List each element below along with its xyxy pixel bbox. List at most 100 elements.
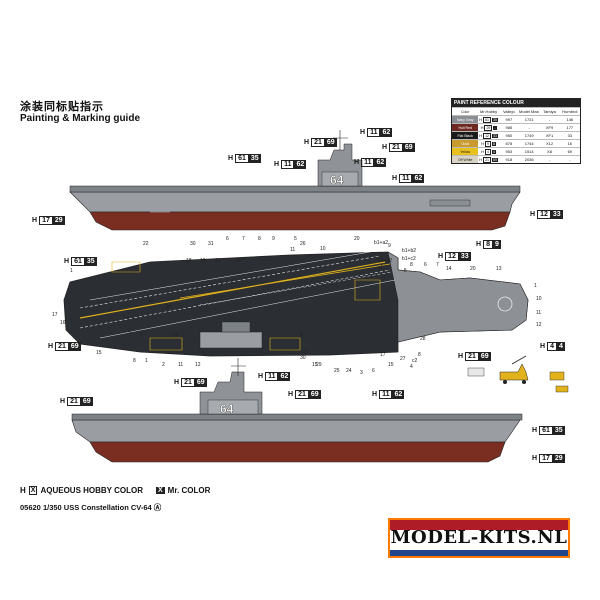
part-number: 2 — [300, 332, 303, 338]
part-number: 7 — [304, 350, 307, 356]
legend-mr-color-label: Mr. COLOR — [167, 486, 211, 495]
part-number: 15 — [96, 350, 102, 356]
part-number: 16 — [60, 320, 66, 326]
part-number: 22 — [143, 241, 149, 247]
humbrol-code: - — [569, 157, 571, 162]
part-number: 10 — [536, 296, 542, 302]
part-number: 11 — [536, 310, 542, 316]
color-swatch: Off White — [452, 156, 479, 163]
tamiya-code: XF1 — [545, 133, 554, 138]
part-number: 6 — [226, 236, 229, 242]
part-number: 4 — [410, 364, 413, 370]
part-number: 2 — [162, 362, 165, 368]
column-header: Mr.Hobby — [480, 109, 498, 114]
color-swatch: Hull Red — [452, 124, 479, 131]
model-master-code: 1721 — [524, 117, 534, 122]
model-master-code: - — [528, 125, 530, 130]
part-number: 5 — [404, 268, 407, 274]
part-number: c1 — [378, 265, 384, 271]
part-number: 11 — [178, 362, 184, 368]
page-title-cn: 涂装同标贴指示 — [20, 101, 104, 113]
port-profile-bottom: 64 — [71, 358, 523, 463]
kit-title: 05620 1/350 USS Constellation CV-64 Ⓐ — [20, 503, 162, 512]
legend-mr-color: X Mr. COLOR — [156, 486, 210, 495]
vallejo-code: 950 — [505, 133, 513, 138]
part-number: 25 — [334, 368, 340, 374]
part-number: 1 — [534, 283, 537, 289]
vallejo-code: 997 — [505, 117, 513, 122]
part-number: b1+b2 — [402, 248, 417, 254]
brand-name: MODEL-KITS.NL — [390, 527, 568, 548]
part-number: 15 — [388, 362, 394, 368]
part-number: 23 — [235, 258, 241, 264]
part-number: 30 — [190, 241, 196, 247]
tamiya-code: X8 — [547, 149, 552, 154]
tamiya-code: - — [548, 157, 551, 162]
paint-reference-title: PAINT REFERENCE COLOUR — [452, 99, 580, 107]
part-number: 28 — [420, 336, 426, 342]
part-number: 31 — [208, 241, 214, 247]
part-number: 17 — [380, 352, 386, 358]
flight-deck-plan — [63, 251, 529, 357]
deck-vehicles — [467, 355, 569, 393]
part-number: 3 — [128, 330, 131, 336]
color-swatch: Flat Black — [452, 132, 479, 139]
part-number: b1+a2 — [374, 240, 389, 246]
legend-x-badge: X — [156, 487, 165, 494]
humbrol-code: 146 — [566, 117, 574, 122]
svg-text:64: 64 — [220, 402, 234, 416]
tamiya-code: X12 — [545, 141, 554, 146]
part-number: 8 — [410, 262, 413, 268]
humbrol-code: 177 — [566, 125, 574, 130]
part-number: 3 — [360, 370, 363, 376]
part-number: 20 — [354, 236, 360, 242]
part-number: 7 — [242, 236, 245, 242]
part-number: 17 — [52, 312, 58, 318]
humbrol-code: 16 — [567, 141, 573, 146]
part-number: 23 — [172, 332, 178, 338]
part-number: 6 — [424, 262, 427, 268]
part-number: b1+a2 — [378, 258, 393, 264]
part-number: 14 — [446, 266, 452, 272]
part-number: 5 — [294, 236, 297, 242]
legend-aqueous-label: AQUEOUS HOBBY COLOR — [40, 486, 143, 495]
svg-text:64: 64 — [330, 173, 344, 187]
brand-logo: MODEL-KITS.NL — [388, 518, 570, 558]
part-number: 24 — [346, 368, 352, 374]
page-title-en: Painting & Marking guide — [20, 113, 141, 124]
color-swatch: Yellow — [452, 148, 479, 155]
part-number: 15 — [312, 362, 318, 368]
column-header: Humbrol — [562, 109, 578, 114]
part-number: 12 — [195, 362, 201, 368]
part-number: 14 — [166, 304, 172, 310]
part-number: 8 — [133, 358, 136, 364]
part-number: 20 — [470, 266, 476, 272]
tamiya-code: - — [548, 117, 551, 122]
part-number: 12 — [536, 322, 542, 328]
